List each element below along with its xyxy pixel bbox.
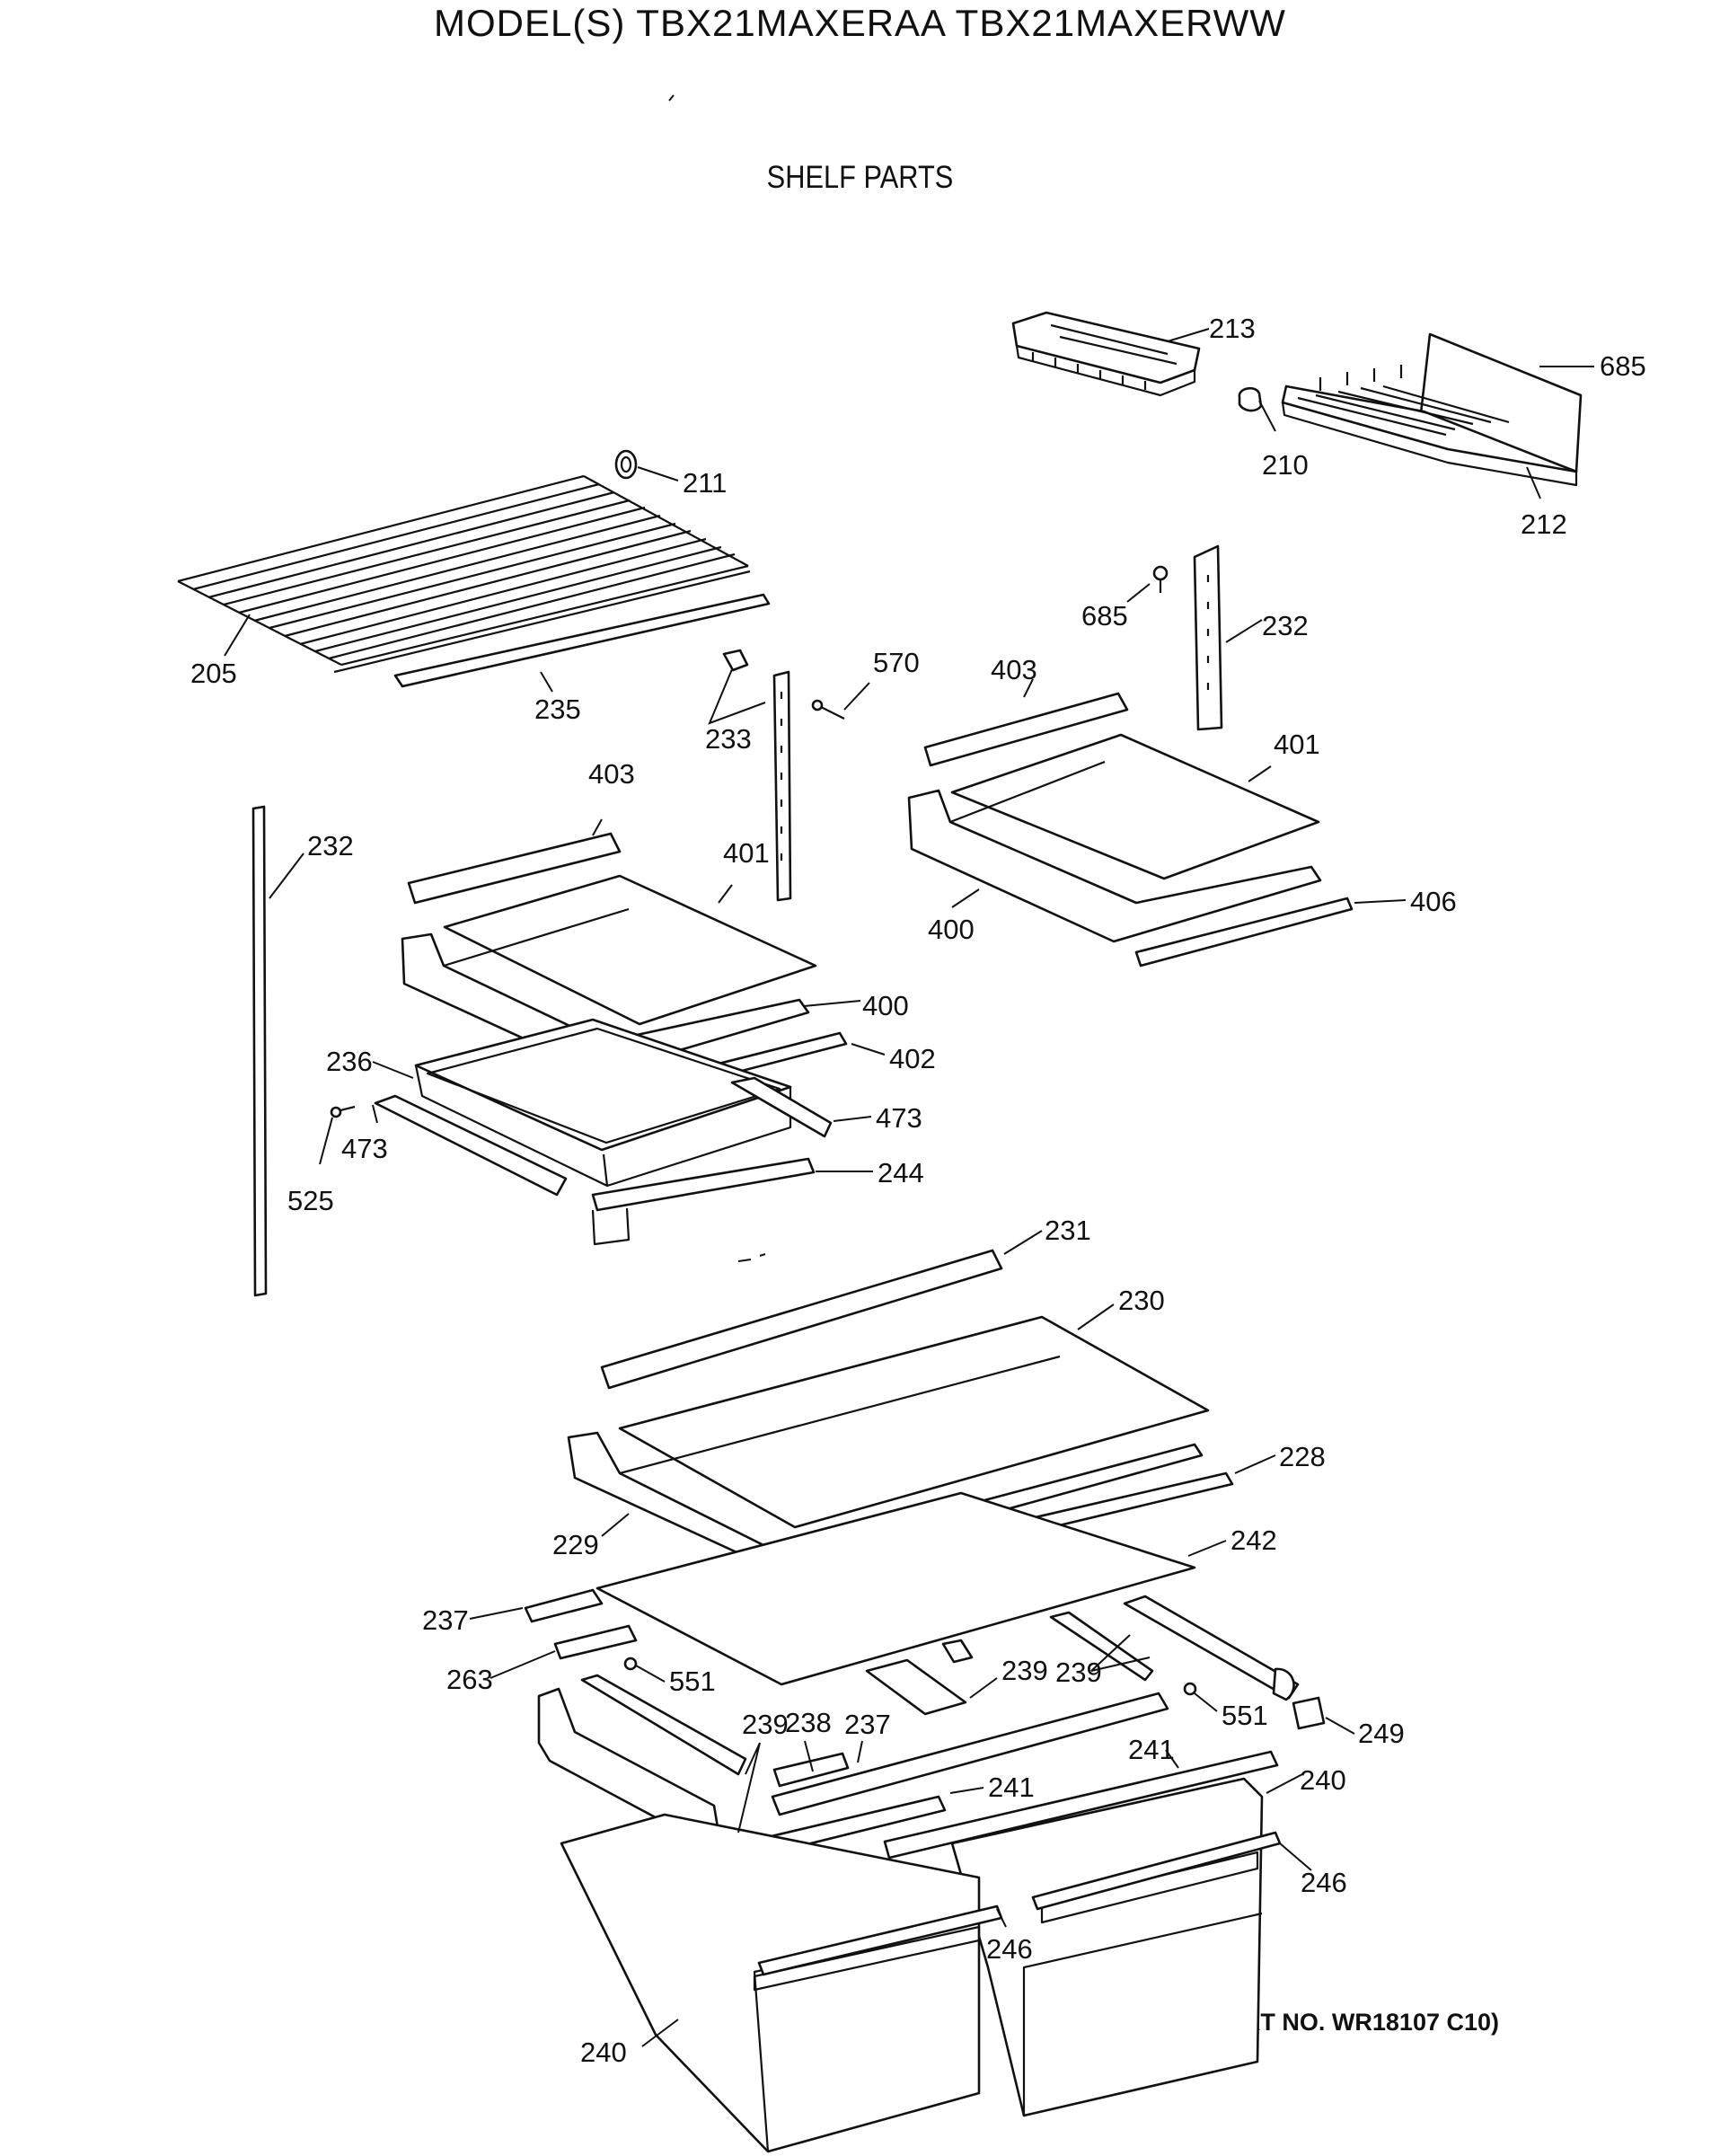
part-263-channel xyxy=(553,1624,638,1660)
callout-labels: 213 685 210 212 211 205 235 685 232 570 … xyxy=(190,313,1646,2068)
callout-231: 231 xyxy=(1045,1215,1091,1246)
part-229-frame xyxy=(567,1355,1204,1574)
part-237-long-rail xyxy=(771,1692,1169,1816)
part-551-screw-right xyxy=(1183,1682,1197,1696)
callout-241-right: 241 xyxy=(1128,1734,1175,1765)
part-241-cover-right xyxy=(883,1750,1279,1860)
callout-236: 236 xyxy=(326,1046,373,1077)
callout-240-left: 240 xyxy=(580,2037,627,2068)
part-238-bracket xyxy=(772,1752,850,1788)
part-239-center-bracket xyxy=(865,1639,974,1716)
callout-232-right: 232 xyxy=(1262,610,1309,641)
art-number: (ART NO. WR18107 C10) xyxy=(1217,2009,1499,2036)
part-570-screw xyxy=(811,699,845,720)
part-233-clip xyxy=(722,649,749,672)
callout-244: 244 xyxy=(878,1157,924,1188)
callout-685-mid: 685 xyxy=(1081,600,1128,632)
callout-246-center: 246 xyxy=(986,1933,1033,1965)
part-400-frame-left xyxy=(401,907,810,1075)
callout-237-top: 237 xyxy=(422,1604,469,1636)
callout-242: 242 xyxy=(1230,1524,1277,1556)
part-205-wire-shelf xyxy=(177,474,751,674)
part-239-side-bracket xyxy=(537,1674,747,1843)
part-212-ice-shelf xyxy=(1281,332,1583,487)
callout-229: 229 xyxy=(552,1529,599,1560)
callout-230: 230 xyxy=(1118,1285,1165,1316)
callout-232-left: 232 xyxy=(307,830,354,862)
callout-473-left: 473 xyxy=(341,1133,388,1164)
callout-551-right: 551 xyxy=(1222,1700,1268,1731)
callout-403-right: 403 xyxy=(991,654,1037,685)
part-401-glass-right xyxy=(950,733,1320,880)
callout-238: 238 xyxy=(785,1707,832,1738)
callout-210: 210 xyxy=(1262,449,1309,481)
callout-212: 212 xyxy=(1521,508,1567,540)
callout-401-right: 401 xyxy=(1274,729,1320,760)
callout-205: 205 xyxy=(190,658,237,689)
part-403-rear-trim-left xyxy=(407,832,622,905)
callout-551-left: 551 xyxy=(669,1666,716,1697)
part-237-bracket-left xyxy=(524,1588,604,1623)
section-title: SHELF PARTS xyxy=(766,160,954,195)
callout-237-rail: 237 xyxy=(844,1709,891,1740)
part-230-glass xyxy=(618,1315,1210,1529)
callout-685-top: 685 xyxy=(1600,350,1646,382)
part-240-crisper-left xyxy=(560,1813,981,2153)
callout-233: 233 xyxy=(705,723,752,755)
callout-403-left: 403 xyxy=(588,758,635,790)
callout-402: 402 xyxy=(889,1043,936,1074)
part-400-frame-right xyxy=(907,760,1322,943)
callout-239-left: 239 xyxy=(742,1709,789,1740)
callout-213: 213 xyxy=(1209,313,1256,344)
callout-239-center: 239 xyxy=(1001,1655,1048,1686)
part-406-front-trim xyxy=(1134,897,1354,968)
callout-263: 263 xyxy=(446,1664,493,1695)
part-231-rear-trim xyxy=(600,1249,1003,1390)
part-551-screw-left xyxy=(623,1657,638,1671)
callout-246-right: 246 xyxy=(1301,1867,1347,1898)
part-473-slide-left xyxy=(374,1094,568,1197)
callout-401-left: 401 xyxy=(723,837,770,869)
callout-400-right: 400 xyxy=(928,914,975,945)
scan-marks xyxy=(668,94,766,1262)
part-401-glass-left xyxy=(443,874,817,1026)
part-232-rail-right xyxy=(1193,544,1223,731)
part-213-ice-tray xyxy=(1011,311,1201,397)
part-236-drawer xyxy=(414,1018,792,1188)
callout-473-right: 473 xyxy=(876,1102,922,1134)
callout-228: 228 xyxy=(1279,1441,1326,1472)
callout-406: 406 xyxy=(1410,886,1457,917)
part-525-screw xyxy=(330,1105,356,1118)
model-title: MODEL(S) TBX21MAXERAA TBX21MAXERWW xyxy=(434,2,1286,44)
callout-235: 235 xyxy=(534,694,581,725)
callout-525: 525 xyxy=(287,1185,334,1216)
leader-lines xyxy=(224,328,1594,2047)
callout-240-right: 240 xyxy=(1300,1764,1346,1796)
callout-241-left: 241 xyxy=(988,1772,1035,1803)
part-242-glass xyxy=(595,1491,1196,1686)
part-232-rail-left xyxy=(251,805,268,1297)
callout-249: 249 xyxy=(1358,1718,1405,1749)
part-244-drawer-front xyxy=(591,1157,816,1246)
part-473-slide-right xyxy=(730,1076,833,1138)
part-235-shelf-trim xyxy=(393,593,771,688)
callout-570: 570 xyxy=(873,647,920,678)
part-210-knob xyxy=(1238,386,1263,412)
callout-400-left: 400 xyxy=(862,990,909,1021)
callout-211: 211 xyxy=(683,467,727,499)
part-249-clip xyxy=(1292,1696,1326,1730)
part-232-rail-center xyxy=(772,670,792,902)
part-685-screw xyxy=(1152,565,1169,593)
callout-239-right: 239 xyxy=(1055,1657,1102,1688)
part-239-slide-rails xyxy=(1049,1595,1300,1701)
part-403-rear-trim-right xyxy=(923,692,1129,767)
part-211-spacer xyxy=(614,449,638,480)
